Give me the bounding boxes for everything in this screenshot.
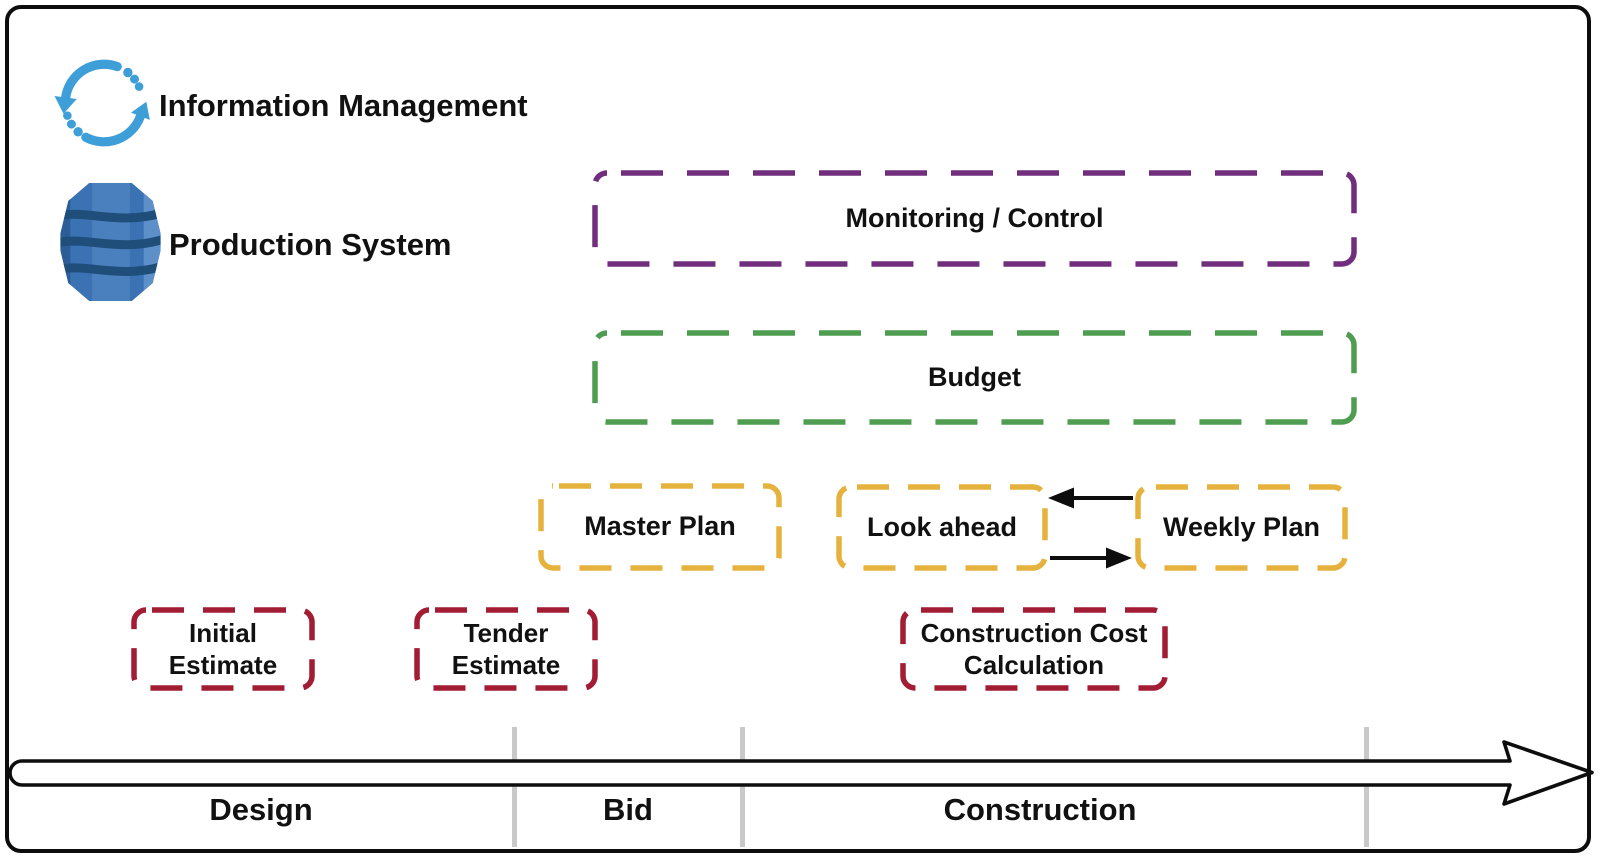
sync-icon	[53, 52, 155, 159]
box-tender-estimate-label: Tender Estimate	[451, 617, 561, 681]
box-master-plan-label: Master Plan	[584, 511, 736, 542]
diagram-outer-border	[5, 5, 1591, 853]
box-look-ahead: Look ahead	[836, 484, 1048, 571]
box-tender-estimate-border	[414, 607, 598, 691]
box-initial-estimate-label: Initial Estimate	[168, 617, 278, 681]
box-look-ahead-border	[836, 484, 1048, 571]
legend-item-production-system: Production System	[58, 180, 452, 309]
box-budget-label: Budget	[928, 361, 1021, 392]
phase-label-design: Design	[209, 792, 313, 827]
box-construction-cost-calculation: Construction Cost Calculation	[900, 607, 1168, 691]
weekly-to-lookahead-arrow	[1048, 487, 1133, 509]
box-weekly-plan-label: Weekly Plan	[1162, 511, 1321, 542]
phase-dividers	[512, 727, 1369, 847]
box-master-plan-border	[538, 483, 782, 571]
lookahead-to-weekly-arrow	[1050, 547, 1132, 569]
box-master-plan: Master Plan	[538, 483, 782, 571]
box-tender-estimate: Tender Estimate	[414, 607, 598, 691]
box-initial-estimate: Initial Estimate	[131, 607, 315, 691]
box-weekly-plan-border	[1135, 484, 1348, 571]
box-monitoring-control-label: Monitoring / Control	[845, 202, 1104, 233]
box-weekly-plan: Weekly Plan	[1135, 484, 1348, 571]
phase-divider	[1364, 727, 1369, 847]
box-look-ahead-label: Look ahead	[866, 511, 1018, 542]
box-monitoring-control-border	[592, 170, 1357, 267]
phase-divider	[740, 727, 745, 847]
legend-label-production-system: Production System	[169, 226, 452, 262]
phase-divider	[512, 727, 517, 847]
database-icon	[58, 180, 163, 309]
box-construction-cost-calculation-label: Construction Cost Calculation	[920, 617, 1148, 681]
phase-label-construction: Construction	[943, 792, 1137, 827]
legend-item-information-management: Information Management	[53, 52, 528, 159]
box-construction-cost-calculation-border	[900, 607, 1168, 691]
box-initial-estimate-border	[131, 607, 315, 691]
box-monitoring-control: Monitoring / Control	[592, 170, 1357, 267]
box-budget-border	[592, 330, 1357, 425]
legend-label-information-management: Information Management	[159, 87, 528, 123]
box-budget: Budget	[592, 330, 1357, 425]
phase-label-bid: Bid	[603, 792, 653, 827]
timeline-arrow	[8, 740, 1594, 806]
